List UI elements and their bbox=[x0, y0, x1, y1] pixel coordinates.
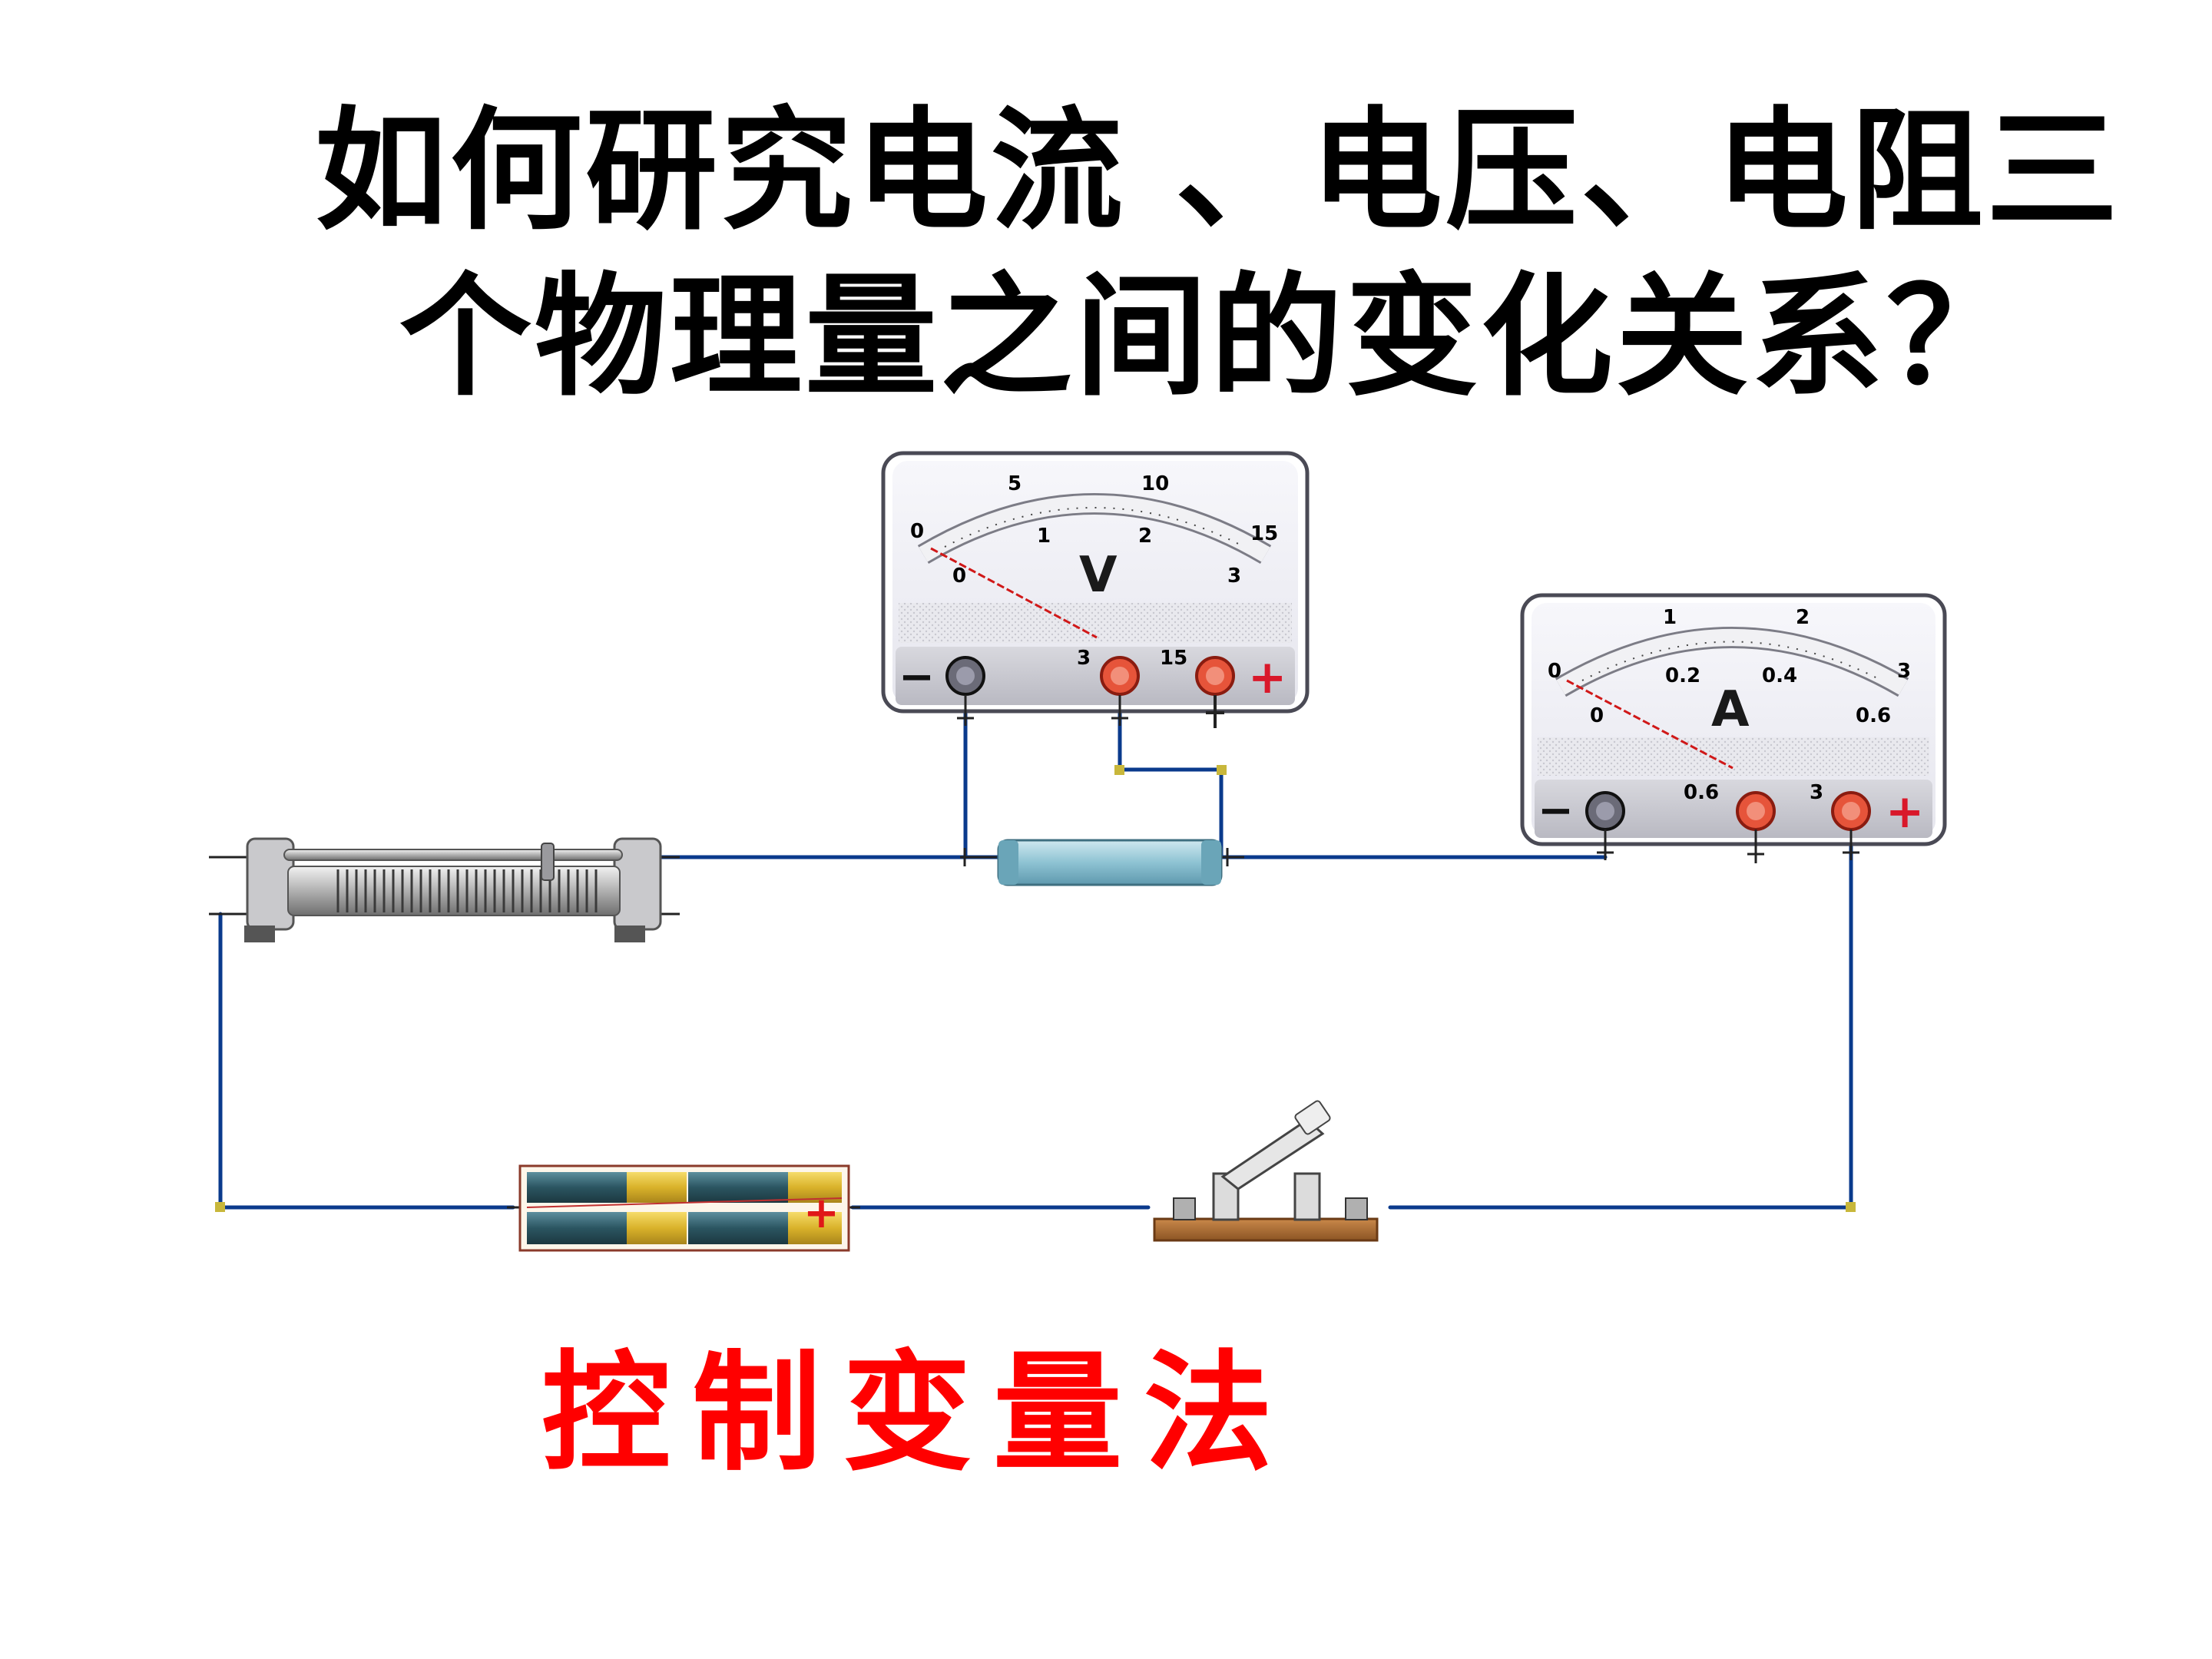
battery-cell bbox=[688, 1172, 842, 1203]
ammeter-needle bbox=[1566, 679, 1734, 770]
battery-plus-sign: + bbox=[803, 1188, 839, 1238]
voltmeter: 0 5 10 15 0 1 2 3 V − 3 15 + bbox=[881, 451, 1310, 728]
ammeter-upper-0: 0 bbox=[1548, 660, 1561, 683]
voltmeter-lower-3: 3 bbox=[1227, 565, 1241, 588]
voltmeter-upper-10: 10 bbox=[1141, 472, 1169, 495]
battery: + bbox=[507, 1164, 860, 1252]
voltmeter-lower-0: 0 bbox=[952, 565, 966, 588]
voltmeter-upper-0: 0 bbox=[910, 520, 924, 543]
ammeter-minus-sign: − bbox=[1538, 786, 1574, 836]
ammeter-lower-04: 0.4 bbox=[1762, 664, 1797, 687]
ammeter-upper-3: 3 bbox=[1897, 660, 1911, 683]
wire-voltmeter-3 bbox=[1118, 693, 1224, 859]
voltmeter-minus-sign: − bbox=[899, 652, 935, 702]
method-label: 控制变量法 bbox=[541, 1338, 1294, 1488]
voltmeter-lower-1: 1 bbox=[1037, 525, 1051, 548]
switch[interactable] bbox=[1153, 1100, 1379, 1242]
ammeter-terminal-3-label: 3 bbox=[1810, 781, 1823, 804]
title-line-1: 如何研究电流 、电压、电阻三 bbox=[315, 92, 2121, 248]
ammeter-lower-0: 0 bbox=[1590, 704, 1604, 727]
rheostat-slider[interactable] bbox=[541, 843, 555, 881]
junction-dots bbox=[215, 765, 1856, 1212]
junction-dot bbox=[1217, 765, 1227, 775]
rheostat bbox=[209, 837, 680, 942]
battery-cell bbox=[688, 1212, 842, 1244]
voltmeter-terminal-15-label: 15 bbox=[1160, 647, 1187, 670]
junction-dot bbox=[1114, 765, 1124, 775]
ammeter-terminal-06-label: 0.6 bbox=[1684, 781, 1719, 804]
ammeter-plus-sign: + bbox=[1886, 785, 1924, 839]
junction-dot bbox=[1846, 1202, 1856, 1212]
ammeter-unit-label: A bbox=[1711, 681, 1750, 738]
ammeter-upper-1: 1 bbox=[1663, 606, 1677, 629]
battery-cell bbox=[527, 1172, 687, 1203]
voltmeter-plus-sign: + bbox=[1248, 651, 1286, 704]
voltmeter-lower-2: 2 bbox=[1138, 525, 1152, 548]
ammeter: 0 1 2 3 0 0.2 0.4 0.6 A − 0.6 3 + bbox=[1520, 593, 1947, 863]
rheostat-coil bbox=[336, 869, 598, 912]
ammeter-lower-02: 0.2 bbox=[1665, 664, 1700, 687]
ammeter-lower-06: 0.6 bbox=[1856, 704, 1891, 727]
junction-dot bbox=[215, 1202, 225, 1212]
voltmeter-unit-label: V bbox=[1079, 547, 1118, 604]
switch-lever[interactable] bbox=[1220, 1118, 1325, 1190]
resistor bbox=[960, 839, 1244, 886]
voltmeter-upper-15: 15 bbox=[1250, 522, 1278, 545]
title-line-2: 个物理量之间的变化关系？ bbox=[399, 258, 2022, 414]
battery-cell bbox=[527, 1212, 687, 1244]
voltmeter-upper-5: 5 bbox=[1008, 472, 1022, 495]
wires bbox=[218, 693, 1853, 1210]
ammeter-upper-2: 2 bbox=[1796, 606, 1810, 629]
voltmeter-terminal-3-label: 3 bbox=[1077, 647, 1091, 670]
wire-voltmeter-minus bbox=[963, 693, 999, 859]
voltmeter-needle bbox=[930, 547, 1098, 639]
